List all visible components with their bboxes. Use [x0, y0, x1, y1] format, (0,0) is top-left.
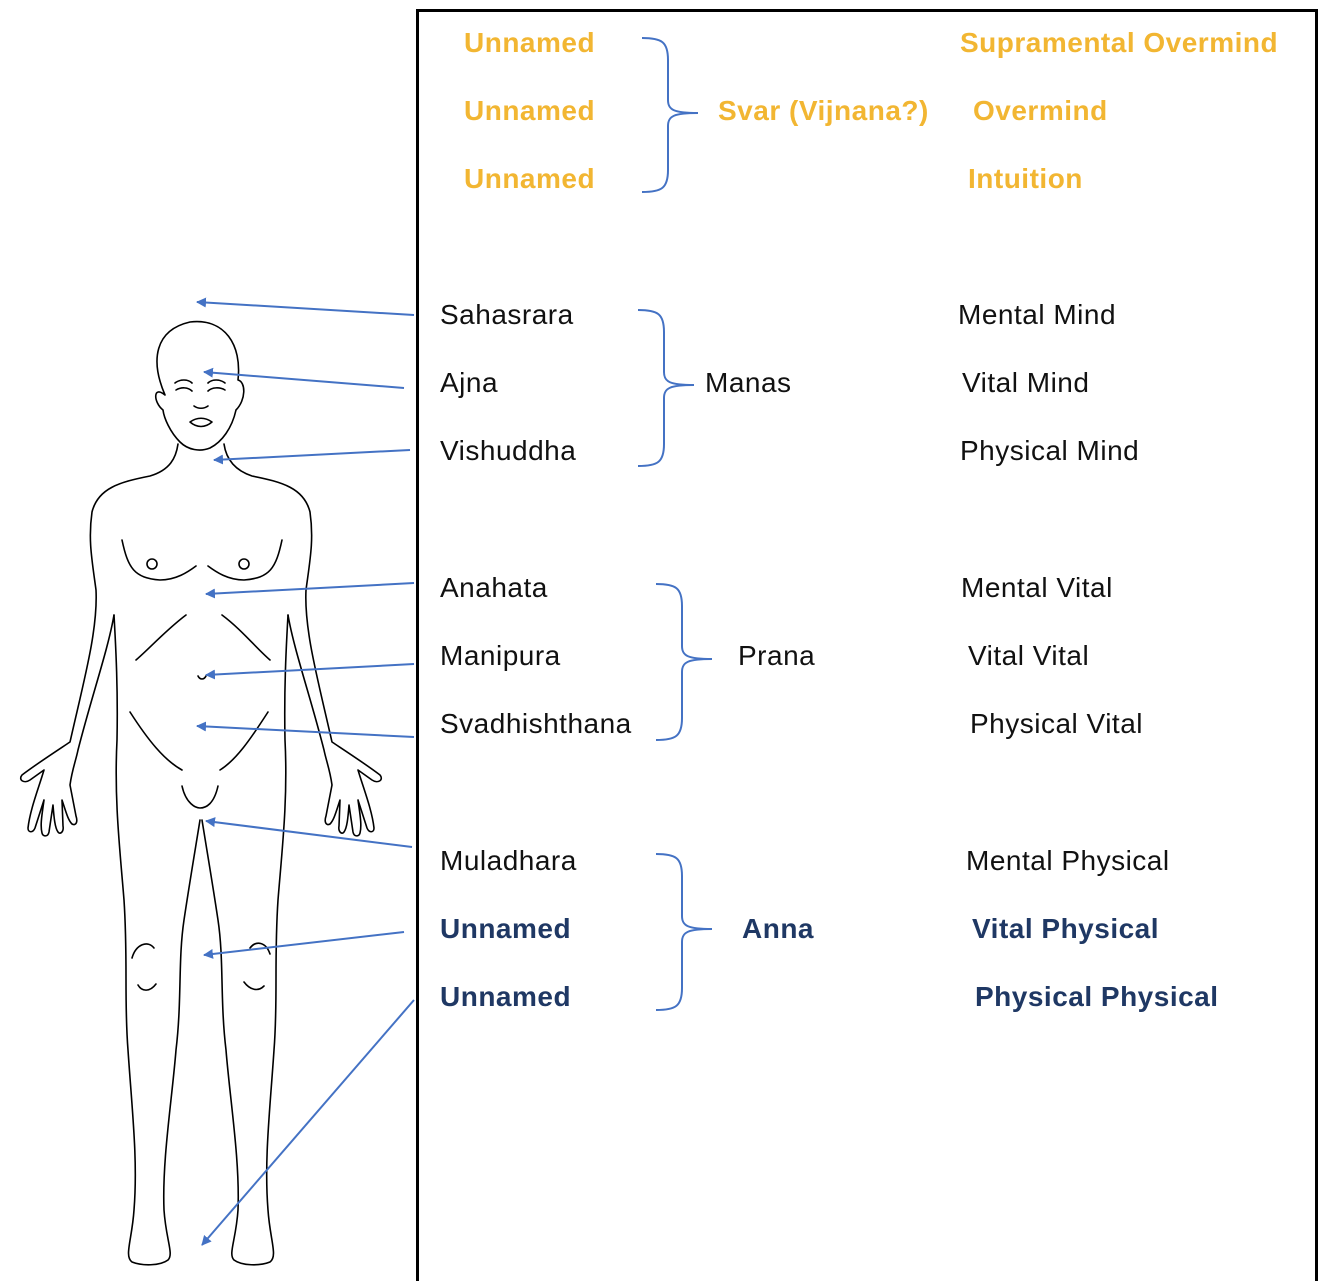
group-center-label: Anna: [742, 912, 814, 946]
plane-label: Vital Physical: [972, 912, 1159, 946]
arrow-vishuddha: [214, 450, 410, 460]
arrow-svadhishthana: [197, 726, 414, 737]
chakra-label: Manipura: [440, 639, 561, 673]
plane-label: Mental Vital: [961, 571, 1113, 605]
arrow-unnamed-knee: [204, 932, 404, 955]
group-center-label: Manas: [705, 366, 792, 400]
group-center-label: Svar (Vijnana?): [718, 94, 929, 128]
human-body-outline-icon: [21, 322, 382, 1265]
chakra-label: Ajna: [440, 366, 498, 400]
chakra-label: Svadhishthana: [440, 707, 632, 741]
plane-label: Vital Vital: [968, 639, 1089, 673]
plane-label: Physical Mind: [960, 434, 1139, 468]
chakra-label: Sahasrara: [440, 298, 574, 332]
chakra-label: Unnamed: [464, 162, 595, 196]
chakra-label: Unnamed: [464, 94, 595, 128]
arrow-muladhara: [206, 821, 412, 847]
arrow-ajna: [204, 372, 404, 388]
chakra-label: Muladhara: [440, 844, 577, 878]
arrow-sahasrara: [197, 302, 414, 315]
arrow-icon: [197, 302, 414, 1245]
plane-label: Overmind: [973, 94, 1108, 128]
chakra-label: Anahata: [440, 571, 548, 605]
plane-label: Mental Mind: [958, 298, 1116, 332]
plane-label: Mental Physical: [966, 844, 1170, 878]
arrow-manipura: [206, 664, 414, 675]
chakra-label: Unnamed: [440, 980, 571, 1014]
plane-label: Intuition: [968, 162, 1083, 196]
chakra-label: Vishuddha: [440, 434, 576, 468]
plane-label: Physical Vital: [970, 707, 1143, 741]
plane-label: Physical Physical: [975, 980, 1219, 1014]
chakra-label: Unnamed: [440, 912, 571, 946]
arrow-anahata: [206, 583, 414, 594]
chakra-label: Unnamed: [464, 26, 595, 60]
plane-label: Supramental Overmind: [960, 26, 1278, 60]
plane-label: Vital Mind: [962, 366, 1089, 400]
group-center-label: Prana: [738, 639, 815, 673]
